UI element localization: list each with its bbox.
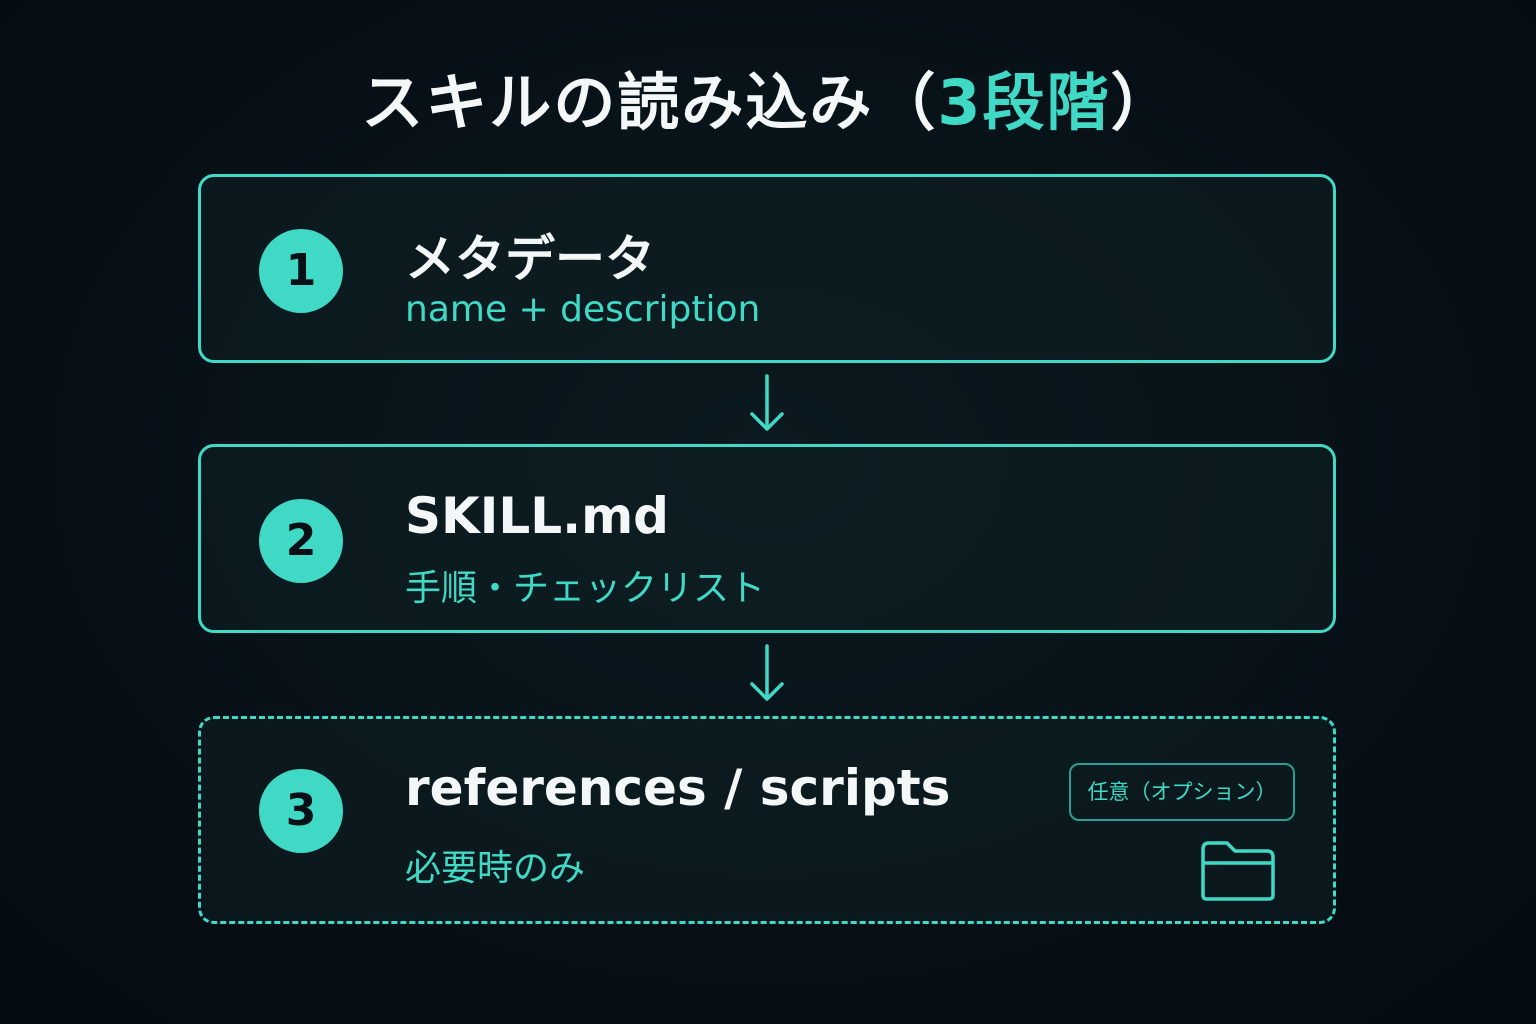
folder-icon: [1201, 841, 1275, 901]
title-main: スキルの読み込み（: [361, 66, 938, 139]
down-arrow-icon: [750, 644, 784, 701]
title-accent: 3段階: [937, 66, 1111, 139]
step-number-badge: 3: [259, 769, 343, 853]
step-description: name + description: [405, 289, 761, 330]
step-number-badge: 2: [259, 499, 343, 583]
page-title: スキルの読み込み（3段階）: [0, 52, 1536, 142]
down-arrow-icon: [750, 374, 784, 431]
step-2-box: 2 SKILL.md 手順・チェックリスト: [198, 444, 1336, 633]
step-heading: メタデータ: [405, 230, 655, 288]
step-3-box: 3 references / scripts 必要時のみ 任意（オプション）: [198, 716, 1336, 924]
step-description: 必要時のみ: [405, 848, 586, 889]
step-1-box: 1 メタデータ name + description: [198, 174, 1336, 363]
step-number-badge: 1: [259, 229, 343, 313]
step-description: 手順・チェックリスト: [405, 568, 766, 609]
title-close: ）: [1110, 66, 1175, 139]
optional-tag: 任意（オプション）: [1069, 763, 1295, 821]
step-heading: SKILL.md: [405, 487, 669, 545]
step-heading: references / scripts: [405, 759, 951, 817]
